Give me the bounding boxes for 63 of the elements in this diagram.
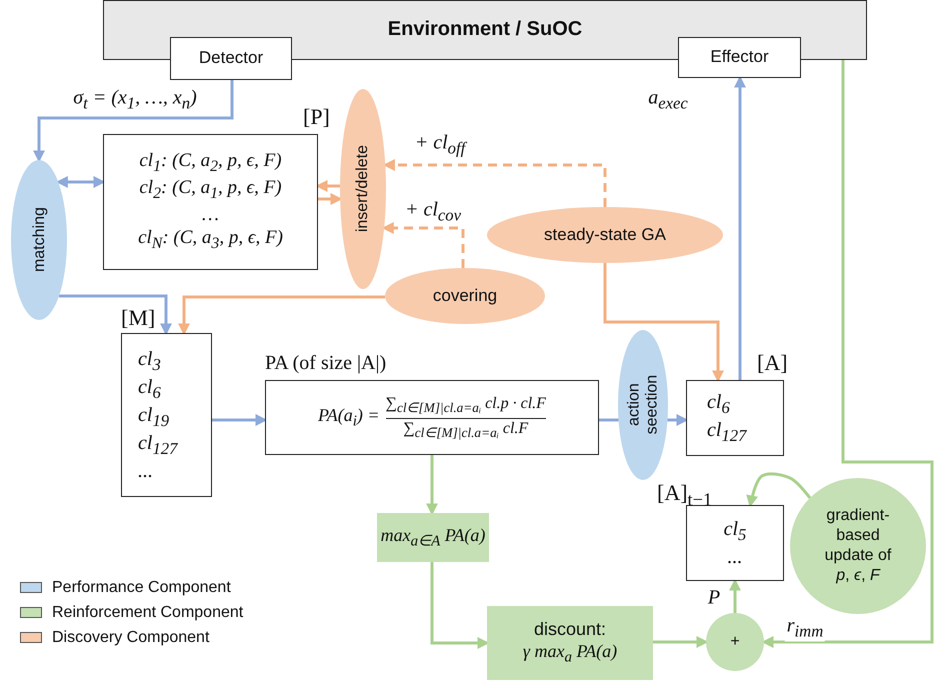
arrow [426, 455, 438, 516]
node-text: cl$_{5}$ [724, 517, 746, 545]
arrow [59, 294, 172, 336]
arrow [56, 176, 106, 188]
legend-text: Discovery Component [52, 628, 210, 646]
node-text: Detector [198, 48, 264, 69]
node-text: cl$_{N}$: (C, a$_{3}$, p, ϵ, F) [138, 226, 283, 254]
arrow [212, 414, 268, 426]
arrow [33, 80, 234, 162]
set-label: PA (of size |A|) [265, 352, 386, 375]
node-text: + [730, 632, 740, 652]
max-box [377, 513, 489, 562]
node-text: cl$_{6}$ [707, 390, 730, 418]
classifier-set-box [103, 134, 318, 270]
arrow [746, 472, 812, 508]
arrow [382, 159, 606, 207]
previous-action-set-box [686, 505, 784, 581]
legend-text: Performance Component [52, 578, 231, 596]
node-text: cl$_{127}$ [138, 431, 178, 459]
arrow [762, 60, 934, 648]
arrow [430, 562, 490, 649]
effector-box [678, 37, 801, 78]
arrow [734, 76, 746, 380]
node-text: cl$_{19}$ [138, 403, 170, 431]
node-text: ... [728, 545, 742, 569]
node-text: discount: [534, 619, 606, 641]
arrow [653, 636, 708, 648]
node-text: insert/delete [353, 145, 372, 233]
node-text: matching [29, 208, 48, 272]
node-text: steady-state GA [544, 224, 666, 246]
connector-line [599, 418, 618, 422]
detector-box [170, 37, 292, 80]
node-text: cl$_{127}$ [707, 418, 746, 446]
node-text: cl$_{2}$: (C, a$_{1}$, p, ϵ, F) [139, 177, 282, 204]
set-label: [A] [757, 350, 788, 376]
denominator-text: ∑$_{cl∈[M]|cl.a=aᵢ}$ cl.F [403, 419, 528, 442]
node-text: … [202, 204, 219, 227]
node-text: ... [138, 459, 153, 483]
node-text: Effector [710, 47, 769, 68]
formula-text: PA(a$_{i}$) = [318, 404, 380, 430]
node-text: cl$_{3}$ [138, 347, 161, 375]
node-text: gradient- based update of p, ϵ, F [824, 506, 892, 586]
arrow [382, 222, 464, 268]
discount-box [487, 606, 653, 680]
arrow [178, 296, 386, 336]
arrow [604, 263, 724, 382]
set-label: [P] [303, 104, 330, 130]
prediction-array-box [265, 380, 599, 455]
arrow [729, 578, 741, 613]
node-text: max$_{a∈A}$ PA(a) [380, 524, 486, 550]
node-text: cl$_{1}$: (C, a$_{2}$, p, ϵ, F) [139, 150, 282, 178]
node-text: γ max$_{a}$ PA(a) [522, 641, 618, 667]
node-text: covering [432, 286, 498, 306]
node-text: action seection [625, 374, 661, 437]
node-text: Environment / SuOC [388, 17, 582, 41]
legend-text: Reinforcement Component [52, 604, 244, 622]
set-label: [M] [121, 305, 156, 331]
action-set-box [686, 380, 784, 456]
numerator-text: ∑$_{cl∈[M]|cl.a=aᵢ}$ cl.p · cl.F [386, 394, 546, 419]
set-label: [A]$_{t−1}$ [657, 480, 712, 510]
node-text: cl$_{6}$ [138, 375, 161, 403]
arrow [668, 414, 688, 426]
match-set-box [121, 333, 212, 497]
